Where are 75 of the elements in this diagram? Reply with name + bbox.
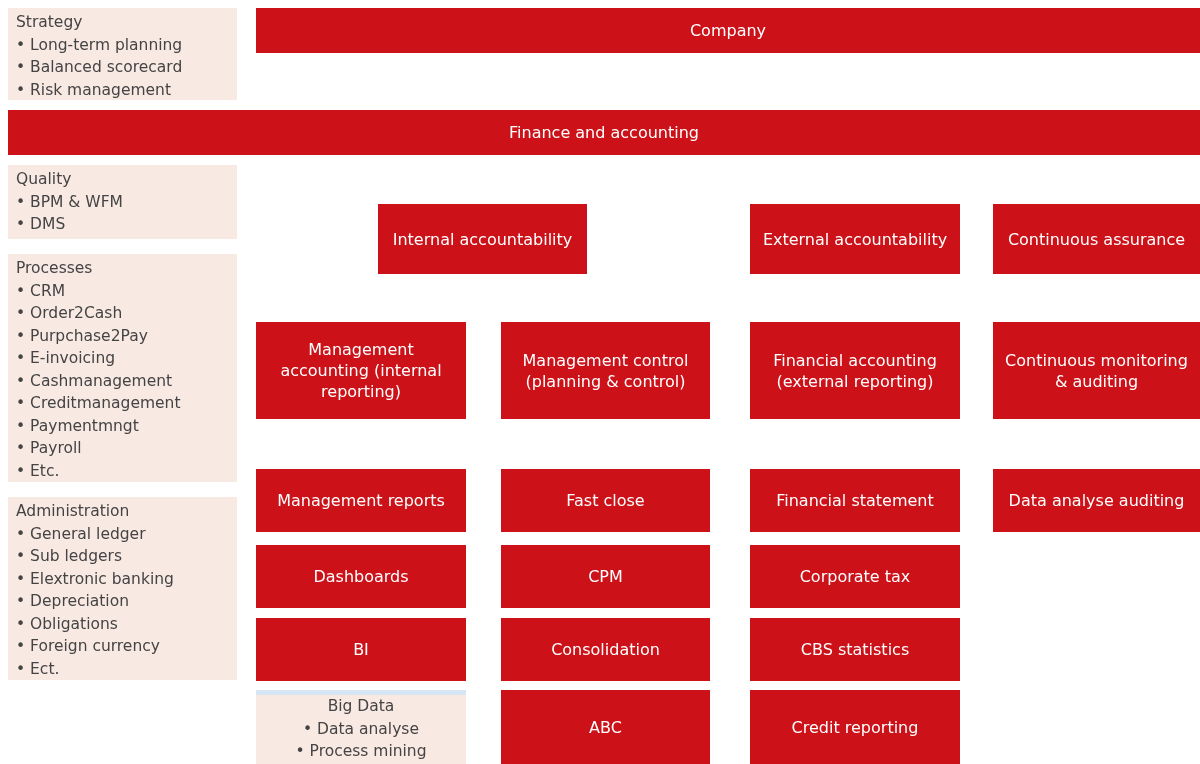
list-panel: [8, 8, 237, 100]
category-box: [501, 618, 710, 681]
category-box: [993, 322, 1200, 419]
box-label: BI: [353, 639, 369, 660]
list-item: • Sub ledgers: [16, 546, 123, 567]
category-box: [501, 545, 710, 608]
box-label: Consolidation: [551, 639, 660, 660]
box-label: Continuous assurance: [1007, 228, 1186, 250]
list-item: • General ledger: [16, 523, 147, 545]
category-box: [501, 469, 710, 532]
box-label: Finance and accounting: [509, 122, 699, 143]
list-item: • Process mining: [294, 741, 428, 762]
list-item: • CRM: [16, 280, 67, 302]
box-label: Management control (planning & control): [521, 349, 690, 392]
list-panel: [8, 254, 237, 482]
category-box: [750, 204, 960, 274]
box-label: Dashboards: [313, 566, 409, 587]
category-box: [256, 545, 466, 608]
category-box: [256, 469, 466, 532]
list-item: • Balanced scorecard: [16, 57, 184, 78]
box-label: ABC: [589, 716, 622, 738]
category-box: [750, 545, 960, 608]
box-label: Management reports: [277, 490, 445, 511]
list-item: • Paymentmngt: [16, 415, 140, 437]
category-box: [256, 322, 466, 419]
panel-heading: Processes: [16, 258, 94, 279]
panel-heading: Administration: [16, 501, 131, 522]
list-item: • Elextronic banking: [16, 568, 175, 590]
list-item: • Ect.: [16, 658, 61, 680]
list-item: • Payroll: [16, 438, 83, 459]
list-item: • DMS: [16, 214, 67, 235]
category-box: [378, 204, 587, 274]
list-panel: [8, 165, 237, 239]
list-item: • Risk management: [16, 79, 172, 101]
list-item: • Obligations: [16, 613, 119, 635]
box-label: Company: [689, 20, 767, 41]
list-item: • Purpchase2Pay: [16, 325, 149, 347]
list-item: • Depreciation: [16, 591, 130, 612]
box-label: Financial statement: [776, 490, 934, 511]
box-label: Management accounting (internal reporting): [279, 339, 443, 402]
category-box: [750, 690, 960, 764]
box-label: Data analyse auditing: [1008, 490, 1185, 511]
list-item: • Long-term planning: [16, 34, 184, 56]
list-item: • E-invoicing: [16, 348, 117, 369]
category-box: [750, 618, 960, 681]
panel-heading: Strategy: [16, 12, 84, 33]
list-item: • Order2Cash: [16, 303, 124, 324]
list-panel: [8, 497, 237, 680]
category-box: [256, 618, 466, 681]
box-label: Continuous monitoring & auditing: [1004, 349, 1189, 392]
category-box: [256, 8, 1200, 53]
box-label: External accountability: [762, 228, 948, 250]
category-box: [993, 469, 1200, 532]
box-label: Internal accountability: [392, 228, 573, 250]
box-label: Corporate tax: [799, 566, 911, 587]
category-box: [501, 322, 710, 419]
category-box: [993, 204, 1200, 274]
list-item: • Creditmanagement: [16, 393, 182, 414]
panel-heading: Big Data: [326, 696, 396, 717]
list-item: • Etc.: [16, 460, 61, 482]
box-label: Credit reporting: [791, 716, 919, 738]
box-label: CPM: [588, 566, 623, 587]
panel-heading: Quality: [16, 169, 73, 190]
category-box: [750, 322, 960, 419]
list-item: • Cashmanagement: [16, 370, 174, 392]
list-item: • Data analyse: [302, 718, 420, 740]
category-box: [501, 690, 710, 764]
category-box: [8, 110, 1200, 155]
list-item: • Foreign currency: [16, 636, 161, 657]
category-box: [750, 469, 960, 532]
box-label: CBS statistics: [800, 639, 910, 660]
list-item: • BPM & WFM: [16, 191, 124, 213]
list-panel: [256, 690, 466, 764]
box-label: Fast close: [566, 490, 645, 511]
box-label: Financial accounting (external reporting): [772, 349, 938, 392]
